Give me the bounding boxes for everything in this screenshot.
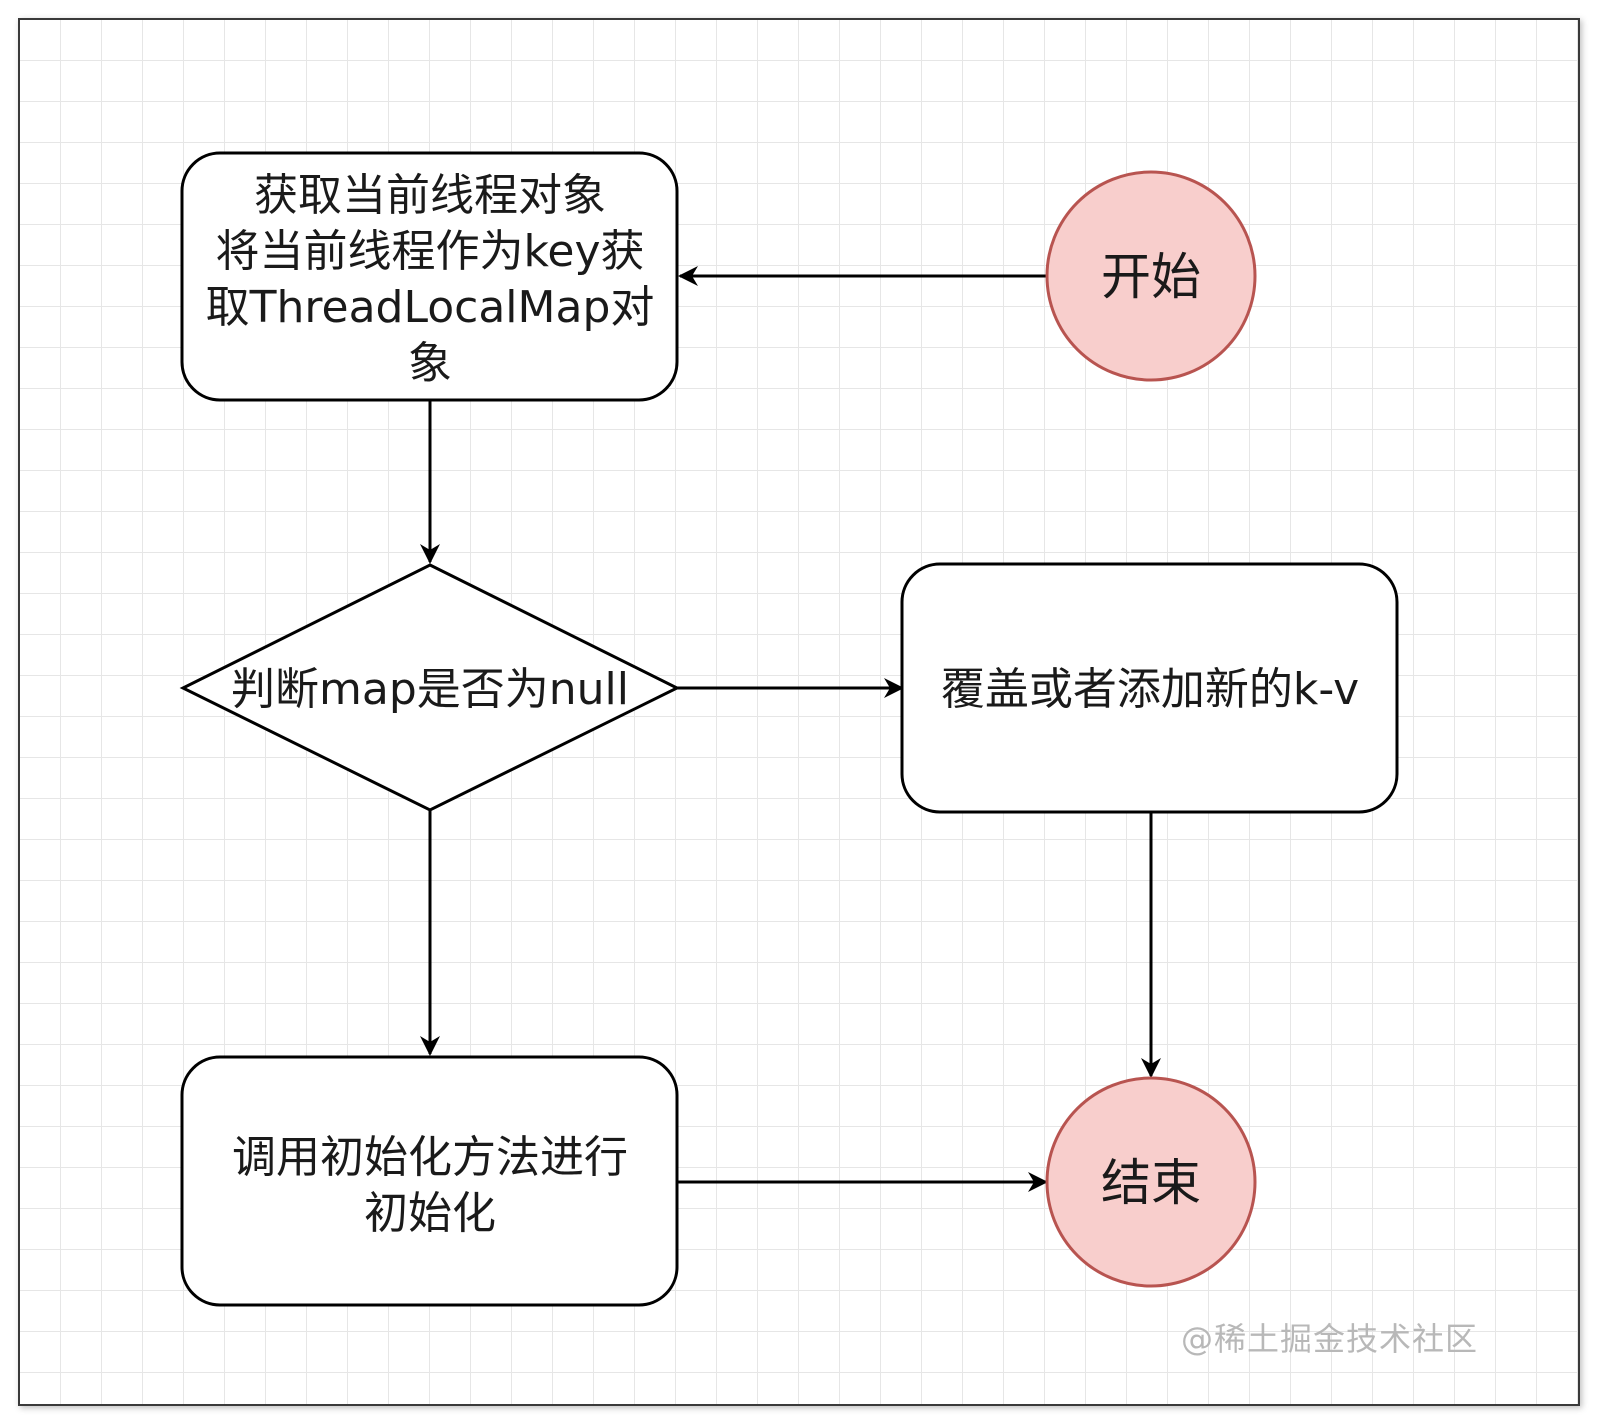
start-label: 开始 <box>1101 248 1201 306</box>
init-line-2: 初始化 <box>364 1188 496 1239</box>
end-circle <box>1045 1076 1257 1288</box>
check-null-node[interactable]: 判断map是否为null <box>179 563 681 812</box>
start-node[interactable]: 开始 <box>1045 170 1257 382</box>
end-label: 结束 <box>1101 1154 1201 1212</box>
init-line-1: 调用初始化方法进行 <box>232 1132 628 1183</box>
end-node[interactable]: 结束 <box>1045 1076 1257 1288</box>
check-null-label: 判断map是否为null <box>231 664 629 715</box>
init-box <box>180 1055 679 1307</box>
get-map-line-1: 获取当前线程对象 <box>254 170 606 221</box>
flowchart: 开始 获取当前线程对象 将当前线程作为key获 取ThreadLocalMap对… <box>179 151 1399 1307</box>
put-kv-label: 覆盖或者添加新的k-v <box>941 664 1359 715</box>
get-map-node[interactable]: 获取当前线程对象 将当前线程作为key获 取ThreadLocalMap对 象 <box>180 151 679 402</box>
init-node[interactable]: 调用初始化方法进行 初始化 <box>180 1055 679 1307</box>
put-kv-node[interactable]: 覆盖或者添加新的k-v <box>900 562 1399 814</box>
put-kv-box <box>900 562 1399 814</box>
get-map-box <box>180 151 679 402</box>
get-map-line-3: 取ThreadLocalMap对 <box>206 282 655 333</box>
start-circle <box>1045 170 1257 382</box>
diagram-canvas: 开始 获取当前线程对象 将当前线程作为key获 取ThreadLocalMap对… <box>18 18 1580 1406</box>
get-map-line-2: 将当前线程作为key获 <box>215 226 644 277</box>
get-map-line-4: 象 <box>408 338 452 389</box>
watermark: @稀土掘金技术社区 <box>1180 1320 1478 1358</box>
check-null-diamond <box>179 563 681 812</box>
